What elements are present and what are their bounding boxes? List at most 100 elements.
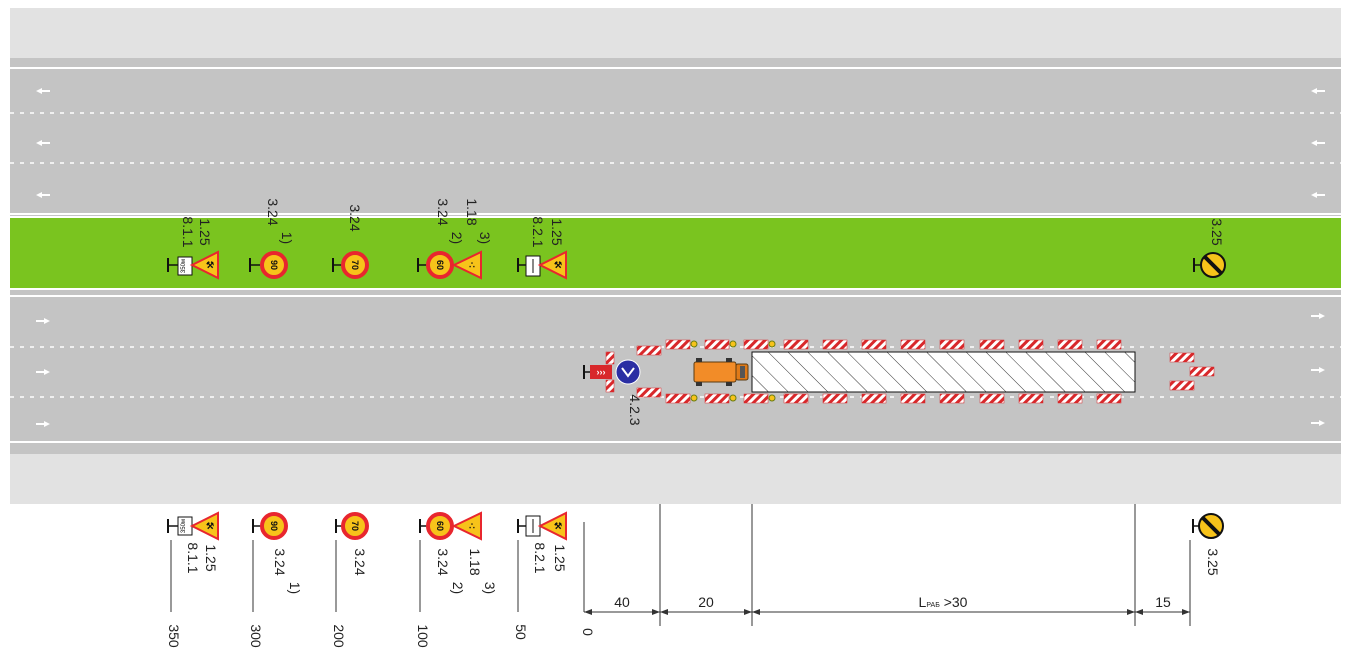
svg-text:⚒: ⚒ xyxy=(554,521,562,531)
warning-lamp-icon xyxy=(768,394,776,402)
sign-group-5-bottom: ⚒ 1.25 8.2.1 xyxy=(517,511,568,574)
svg-text:⚒: ⚒ xyxy=(206,521,214,531)
direction-sign-code: 4.2.3 xyxy=(627,394,643,425)
barrier-block xyxy=(822,339,848,350)
sign-code: 1.25 xyxy=(203,544,219,571)
roadwork-sign-icon xyxy=(537,511,567,541)
barrier-block xyxy=(1018,339,1044,350)
svg-text:∴: ∴ xyxy=(469,521,475,531)
warning-lamp-icon xyxy=(690,340,698,348)
distance-scale-labels: 350 300 200 100 50 0 xyxy=(166,624,596,648)
taper-barriers xyxy=(636,345,662,398)
exit-taper-barriers xyxy=(1169,352,1215,391)
distance-label: 0 xyxy=(580,628,596,636)
barrier-block xyxy=(665,393,691,404)
sign-sub: 8.2.1 xyxy=(530,216,546,247)
distance-label: 200 xyxy=(331,624,347,648)
barrier-block xyxy=(900,393,926,404)
distance-label: 300 xyxy=(248,624,264,648)
sign-sup: 3) xyxy=(477,232,493,244)
plate-text: 350м xyxy=(181,519,187,533)
sign-code: 3.24 xyxy=(347,204,363,231)
sign-sub: 8.1.1 xyxy=(185,542,201,573)
barrier-block xyxy=(979,339,1005,350)
bottom-carriageway xyxy=(10,290,1341,454)
warning-lamp-icon xyxy=(729,394,737,402)
arrow-left-icon xyxy=(36,88,1325,198)
sign-group-3-bottom: 70 3.24 xyxy=(335,512,369,576)
gravel-sign-icon xyxy=(451,511,482,541)
speed-limit-sign-icon xyxy=(260,512,288,540)
warning-lamp-icon xyxy=(768,340,776,348)
sign-code: 1.25 xyxy=(552,544,568,571)
dim-sub: РАБ xyxy=(926,602,940,609)
sign-code: 3.24 xyxy=(352,548,368,575)
roadwork-sign-icon xyxy=(189,511,219,541)
barrier-block xyxy=(1096,339,1122,350)
barrier-block xyxy=(665,339,691,350)
sign-group-1-median: 350м ⚒ 1.25 8.1.1 xyxy=(167,216,219,280)
work-vehicle-icon xyxy=(693,358,749,386)
sign-code: 3.25 xyxy=(1209,218,1225,245)
sign-group-6-median: 3.25 xyxy=(1193,218,1226,278)
dimension-label-work-length: LРАБ >30 xyxy=(919,594,968,610)
barrier-block xyxy=(704,339,730,350)
work-area xyxy=(751,351,1136,393)
dimension-label: 40 xyxy=(614,594,630,610)
direction-sign-icon xyxy=(615,359,641,385)
barrier-block xyxy=(900,339,926,350)
speed-value: 90 xyxy=(269,260,279,270)
svg-text:⚒: ⚒ xyxy=(554,260,562,270)
barrier-block xyxy=(1057,393,1083,404)
speed-limit-sign-icon xyxy=(341,512,369,540)
barrier-block xyxy=(939,339,965,350)
top-carriageway xyxy=(10,58,1341,216)
sign-group-1-bottom: 350м ⚒ 1.25 8.1.1 xyxy=(167,511,219,574)
speed-limit-sign-icon xyxy=(341,251,369,279)
speed-value: 70 xyxy=(350,260,360,270)
top-shoulder xyxy=(10,8,1341,58)
sign-sup: 1) xyxy=(287,582,303,594)
distance-label: 100 xyxy=(415,624,431,648)
sign-sup: 1) xyxy=(279,232,295,244)
barrier-block xyxy=(743,339,769,350)
sign-group-4-bottom: 60 ∴ 1.18 3) 3.24 2) xyxy=(419,511,498,594)
sign-code: 1.18 xyxy=(464,198,480,225)
warning-lamps xyxy=(690,340,776,402)
barrier-block xyxy=(605,379,615,393)
speed-limit-sign-icon xyxy=(260,251,288,279)
dim-main: L xyxy=(919,594,927,610)
sign-sub: 3.24 xyxy=(435,198,451,225)
barrier-block xyxy=(704,393,730,404)
distance-label: 50 xyxy=(513,624,529,640)
dimension-label: 15 xyxy=(1155,594,1171,610)
gravel-sign-icon xyxy=(451,250,482,280)
barrier-block xyxy=(1096,393,1122,404)
sign-sub: 8.2.1 xyxy=(532,542,548,573)
speed-value: 60 xyxy=(435,521,445,531)
barrier-block xyxy=(939,393,965,404)
work-zone-entry: ››› 4.2.3 xyxy=(583,351,643,426)
sign-group-2-bottom: 90 3.24 1) xyxy=(252,512,303,594)
sign-sub-sup: 2) xyxy=(449,232,465,244)
arrow-right-icon xyxy=(36,313,1325,427)
speed-value: 60 xyxy=(435,260,445,270)
barrier-row-top xyxy=(665,339,1122,350)
dimension-lines xyxy=(584,504,1191,626)
barrier-block xyxy=(743,393,769,404)
sign-sub-sup: 2) xyxy=(450,582,466,594)
barrier-block xyxy=(1018,393,1044,404)
speed-value: 70 xyxy=(350,521,360,531)
sign-code: 3.24 xyxy=(272,548,288,575)
roadwork-sign-icon xyxy=(537,250,567,280)
svg-text:⚒: ⚒ xyxy=(206,260,214,270)
plate-text: 350м xyxy=(181,259,187,273)
speed-value: 90 xyxy=(269,521,279,531)
sign-code: 3.24 xyxy=(265,198,281,225)
chevron-barrier-icon xyxy=(590,365,612,379)
sign-sub: 3.24 xyxy=(435,548,451,575)
distance-scale xyxy=(170,522,585,612)
sign-group-4-median: 60 ∴ 1.18 3) 3.24 2) xyxy=(417,198,493,280)
sign-group-5-median: ⚒ 1.25 8.2.1 xyxy=(517,216,567,280)
